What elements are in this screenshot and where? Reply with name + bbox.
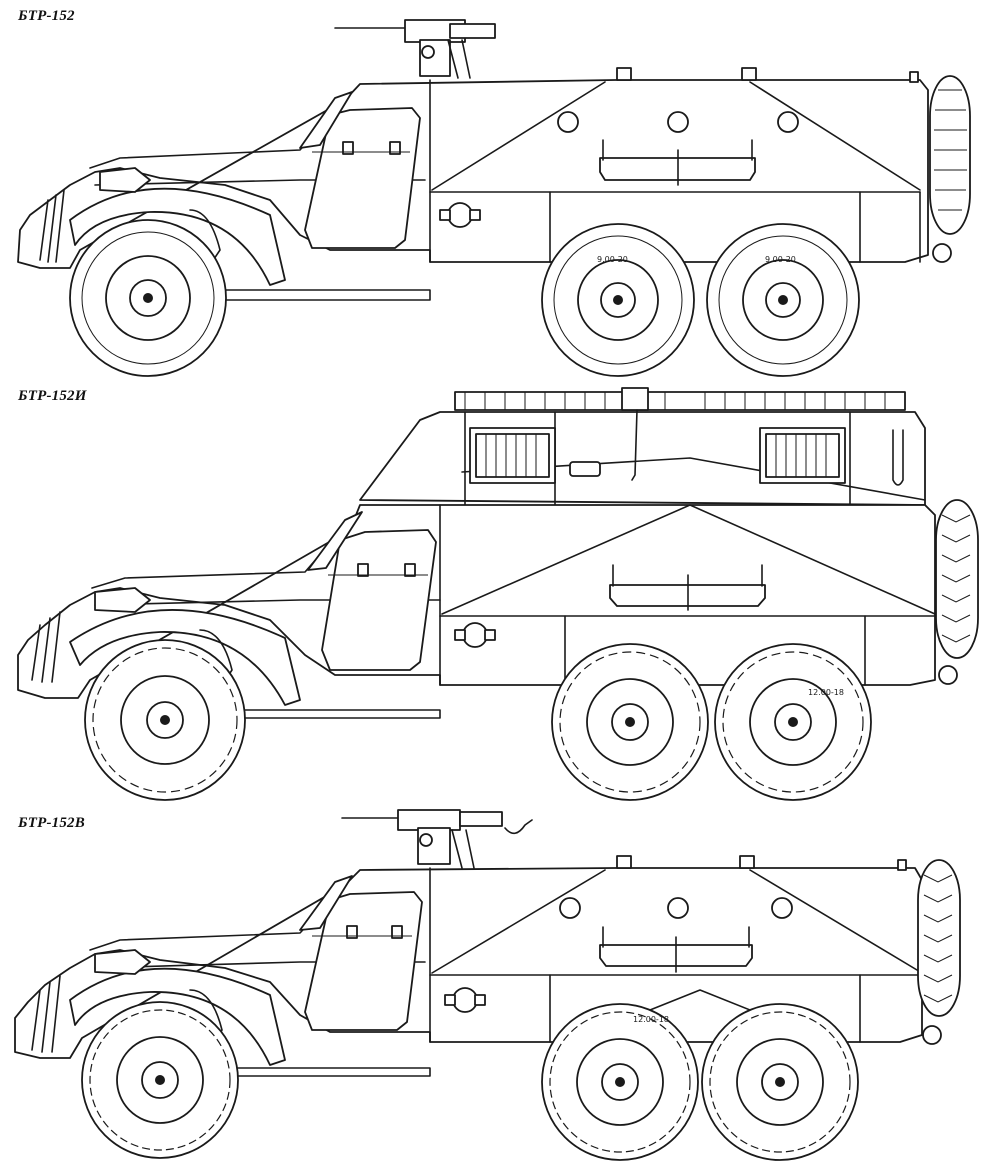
vehicle-label-btr152v: БТР-152В <box>18 815 85 831</box>
hull <box>17 67 952 301</box>
tyre-marking-3: 12.00-18 <box>633 1015 669 1024</box>
wheel-mid <box>541 1003 699 1161</box>
wheel-rear <box>706 223 860 377</box>
spare-wheel <box>917 859 961 1017</box>
wheel-front <box>81 1001 239 1159</box>
tyre-marking-2: 12.00-18 <box>808 688 844 697</box>
btr152-drawing: 9.00-20 9.00-20 <box>17 19 971 377</box>
wheel-front <box>84 639 246 801</box>
wheel-front <box>69 219 227 377</box>
btr152i-drawing: 12.00-18 <box>17 387 979 801</box>
wheel-rear <box>701 1003 859 1161</box>
machine-gun <box>341 809 533 869</box>
hull <box>17 387 958 719</box>
tyre-marking-1: 9.00-20 <box>597 255 628 264</box>
btr152v-drawing: 12.00-18 <box>14 809 961 1161</box>
spare-wheel <box>935 499 979 659</box>
wheel-mid <box>551 643 709 801</box>
machine-gun <box>334 19 496 79</box>
tyre-marking-1b: 9.00-20 <box>765 255 796 264</box>
wheel-mid <box>541 223 695 377</box>
spare-wheel <box>929 75 971 235</box>
vehicle-label-btr152: БТР-152 <box>18 8 75 24</box>
wheel-rear <box>714 643 872 801</box>
vehicle-label-btr152i: БТР-152И <box>18 388 87 404</box>
